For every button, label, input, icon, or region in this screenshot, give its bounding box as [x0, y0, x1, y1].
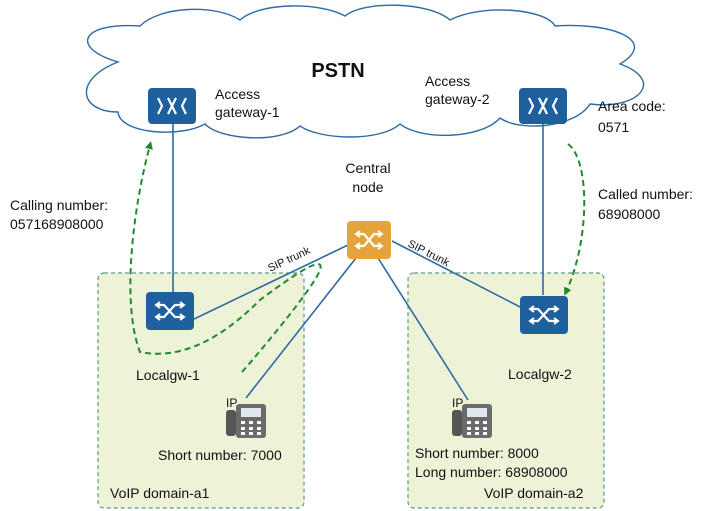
- voip-domain-a1-box: [97, 272, 305, 509]
- central-node-icon: [347, 221, 391, 259]
- links: [172, 122, 544, 401]
- central-node-label-2: node: [352, 179, 383, 195]
- ip-phone-1-icon: IP: [226, 396, 266, 438]
- phone-2-long-number: Long number: 68908000: [415, 464, 568, 480]
- sip-trunk-link-1: [191, 244, 349, 321]
- access-gateway-2-label-2: gateway-2: [425, 91, 490, 107]
- calling-number-label: Calling number:: [10, 197, 108, 213]
- ip-phone-1-tag: IP: [226, 396, 237, 410]
- sip-trunk-label-1: SIP trunk: [266, 245, 312, 275]
- phone-2-short-number: Short number: 8000: [415, 445, 539, 461]
- localgw-1-icon: [146, 292, 194, 330]
- calling-path-dashed: [129, 141, 322, 373]
- access-gateway-2-label-1: Access: [425, 73, 470, 89]
- access-gateway-2-icon: [519, 88, 567, 124]
- link-central-phone1: [245, 257, 357, 399]
- ip-phone-2-icon: IP: [452, 396, 492, 438]
- central-node-label-1: Central: [345, 160, 390, 176]
- access-gateway-1-icon: [148, 88, 196, 124]
- ip-phone-2-tag: IP: [452, 396, 463, 410]
- pstn-cloud: PSTN: [85, 4, 645, 139]
- called-path-dashed: [564, 143, 586, 296]
- access-gateway-1-label-2: gateway-1: [215, 104, 280, 120]
- localgw-2-label: Localgw-2: [508, 366, 572, 382]
- area-code-label: Area code:: [598, 98, 666, 114]
- voip-domain-a1-label: VoIP domain-a1: [110, 485, 210, 501]
- access-gateway-1-label-1: Access: [215, 86, 260, 102]
- sip-trunk-link-2: [391, 240, 525, 310]
- called-number-value: 68908000: [598, 206, 661, 222]
- localgw-2-icon: [520, 296, 568, 334]
- voip-domain-a2-label: VoIP domain-a2: [484, 485, 584, 501]
- area-code-value: 0571: [598, 119, 629, 135]
- localgw-1-label: Localgw-1: [136, 367, 200, 383]
- pstn-label: PSTN: [311, 60, 364, 82]
- calling-number-value: 057168908000: [10, 216, 104, 232]
- sip-trunk-label-2: SIP trunk: [406, 238, 452, 269]
- link-central-phone2: [377, 257, 469, 401]
- called-number-label: Called number:: [598, 186, 693, 202]
- phone-1-short-number: Short number: 7000: [158, 447, 282, 463]
